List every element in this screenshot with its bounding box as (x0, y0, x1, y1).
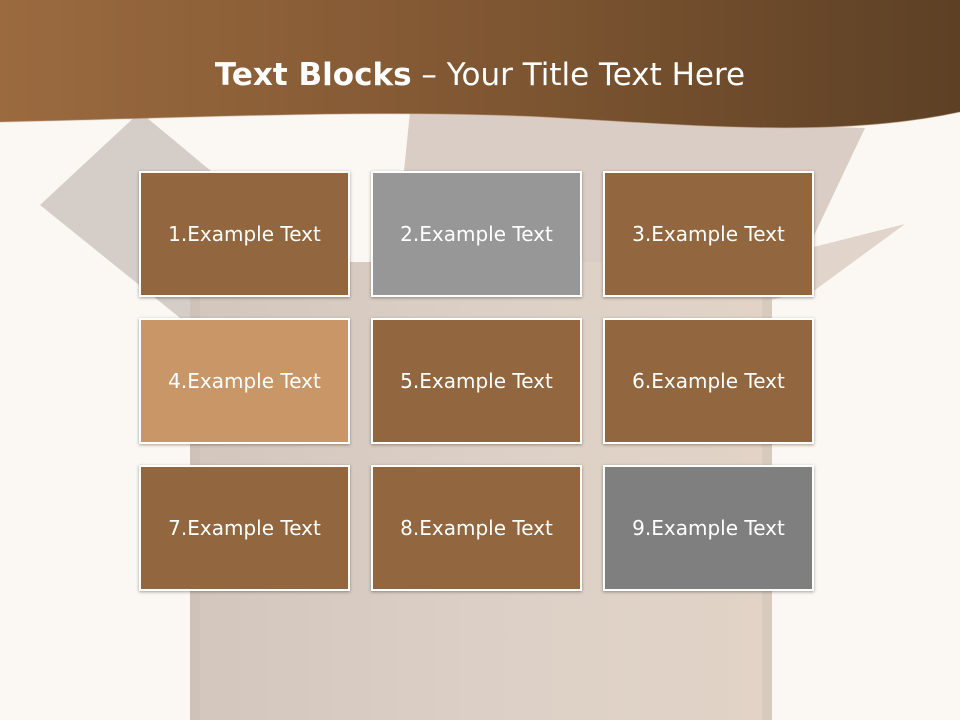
text-block-2: 2.Example Text (371, 171, 582, 297)
text-block-3: 3.Example Text (603, 171, 814, 297)
text-block-4: 4.Example Text (139, 318, 350, 444)
slide-title: Text Blocks – Your Title Text Here (0, 53, 960, 97)
text-block-2-label: 2.Example Text (400, 222, 553, 246)
text-block-6: 6.Example Text (603, 318, 814, 444)
text-block-5: 5.Example Text (371, 318, 582, 444)
text-block-6-label: 6.Example Text (632, 369, 785, 393)
text-block-7-label: 7.Example Text (168, 516, 321, 540)
text-block-9-label: 9.Example Text (632, 516, 785, 540)
text-block-grid: 1.Example Text 2.Example Text 3.Example … (139, 171, 814, 593)
text-block-4-label: 4.Example Text (168, 369, 321, 393)
text-block-7: 7.Example Text (139, 465, 350, 591)
header-band (0, 0, 960, 128)
title-rest-text: Your Title Text Here (446, 57, 746, 93)
text-block-1: 1.Example Text (139, 171, 350, 297)
text-block-8: 8.Example Text (371, 465, 582, 591)
text-block-5-label: 5.Example Text (400, 369, 553, 393)
text-block-3-label: 3.Example Text (632, 222, 785, 246)
title-dash: – (411, 57, 447, 93)
title-bold-text: Text Blocks (214, 57, 412, 93)
text-block-9: 9.Example Text (603, 465, 814, 591)
text-block-1-label: 1.Example Text (168, 222, 321, 246)
text-block-8-label: 8.Example Text (400, 516, 553, 540)
